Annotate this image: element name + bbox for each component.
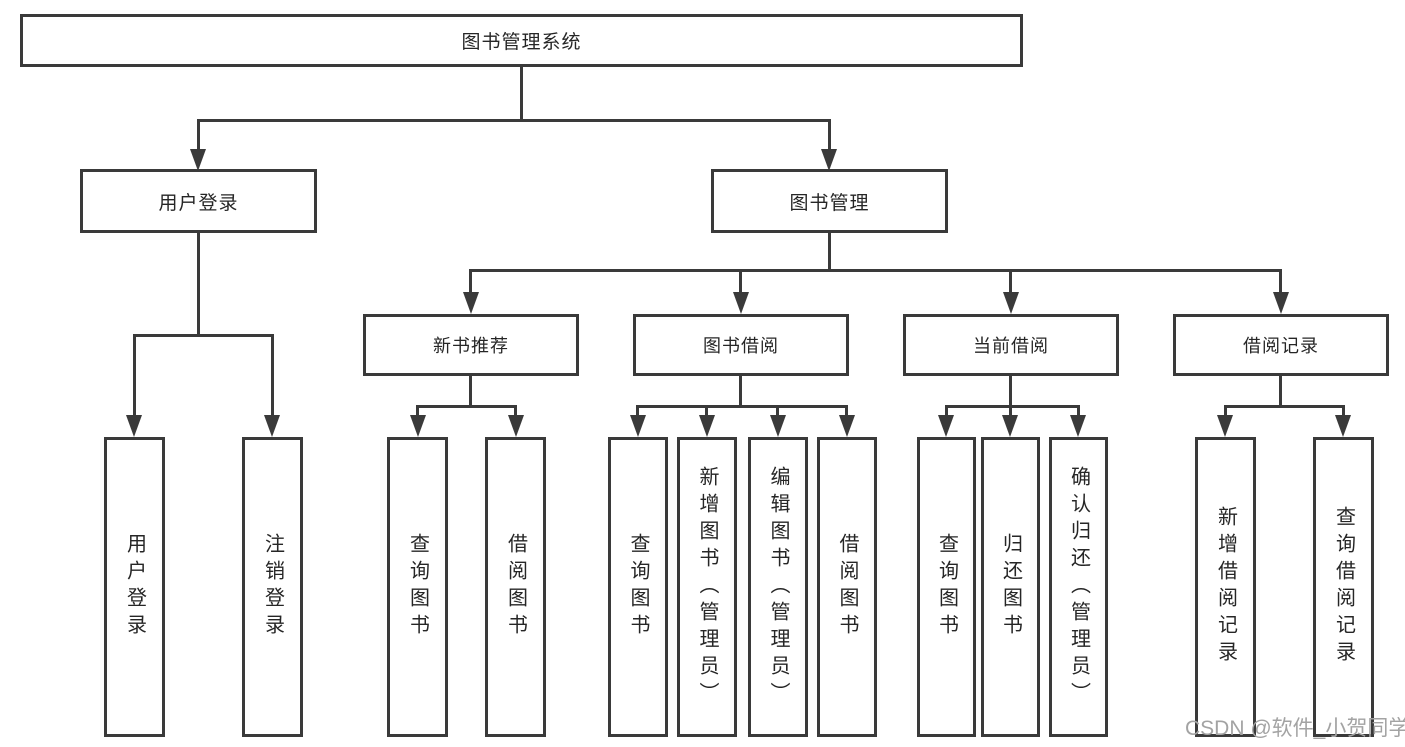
leaf-user-login: 用户登录 [104, 437, 165, 737]
arrowhead-bookmgmt [821, 149, 837, 171]
connector-currentborrow-hline [945, 405, 1080, 408]
connector-userlogin-hline [133, 334, 274, 337]
arrowhead-bookborrow-leaf4 [839, 415, 855, 437]
connector-currentborrow-leaf2-stub [1009, 405, 1012, 417]
leaf-query-borrow-record: 查询借阅记录 [1313, 437, 1374, 737]
leaf-add-borrow-record-label: 新增借阅记录 [1214, 506, 1237, 668]
connector-userlogin-stub [197, 119, 200, 152]
leaf-query-books-current: 查询图书 [917, 437, 976, 737]
leaf-query-books-current-label: 查询图书 [935, 533, 958, 641]
leaf-query-books-recommend: 查询图书 [387, 437, 448, 737]
arrowhead-newbookrec [463, 292, 479, 314]
node-user-login-label: 用户登录 [158, 192, 239, 214]
arrowhead-currentborrow-leaf2 [1002, 415, 1018, 437]
leaf-logout: 注销登录 [242, 437, 303, 737]
connector-currentborrow-leaf1-stub [945, 405, 948, 417]
connector-userlogin-leaf1-stub [133, 334, 136, 417]
connector-root-vline [520, 66, 523, 122]
node-user-login: 用户登录 [80, 169, 317, 233]
node-borrowing-records-label: 借阅记录 [1243, 336, 1319, 356]
leaf-edit-books-admin-label: 编辑图书（管理员） [767, 465, 789, 709]
connector-newbookrec-leaf1-stub [416, 405, 419, 417]
leaf-edit-books-admin: 编辑图书（管理员） [748, 437, 808, 737]
connector-newbookrec-leaf2-stub [514, 405, 517, 417]
leaf-query-borrow-record-label: 查询借阅记录 [1332, 506, 1355, 668]
node-library-system-label: 图书管理系统 [461, 32, 582, 53]
connector-bookmgmt-hline [469, 269, 1282, 272]
arrowhead-borrowrecord-leaf2 [1335, 415, 1351, 437]
leaf-add-borrow-record: 新增借阅记录 [1195, 437, 1256, 737]
arrowhead-userlogin [190, 149, 206, 171]
arrowhead-bookborrow [733, 292, 749, 314]
arrowhead-bookborrow-leaf3 [770, 415, 786, 437]
connector-bookborrow-leaf2-stub [705, 405, 708, 417]
leaf-borrow-books-recommend: 借阅图书 [485, 437, 546, 737]
connector-borrowrecord-hline [1224, 405, 1345, 408]
leaf-query-books-borrow-label: 查询图书 [627, 533, 649, 641]
arrowhead-borrowrecord-leaf1 [1217, 415, 1233, 437]
connector-userlogin-leaf2-stub [271, 334, 274, 417]
connector-bookborrow-hline [636, 405, 848, 408]
connector-borrowrecord-leaf1-stub [1224, 405, 1227, 417]
node-library-system: 图书管理系统 [20, 14, 1023, 67]
node-borrowing-records: 借阅记录 [1173, 314, 1389, 376]
leaf-add-books-admin-label: 新增图书（管理员） [696, 465, 718, 709]
arrowhead-newbookrec-leaf1 [410, 415, 426, 437]
connector-currentborrow-vline [1009, 376, 1012, 408]
connector-newbookrec-hline [416, 405, 517, 408]
csdn-watermark: CSDN @软件_小贺同学 [1185, 717, 1405, 740]
connector-userlogin-vline [197, 233, 200, 337]
arrowhead-borrowrecord [1273, 292, 1289, 314]
connector-borrowrecord-vline [1279, 376, 1282, 408]
connector-bookmgmt-stub [828, 119, 831, 152]
leaf-user-login-label: 用户登录 [123, 533, 146, 641]
node-current-borrowing-label: 当前借阅 [973, 336, 1049, 356]
connector-currentborrow-leaf3-stub [1077, 405, 1080, 417]
node-book-borrowing: 图书借阅 [633, 314, 849, 376]
leaf-query-books-recommend-label: 查询图书 [406, 533, 429, 641]
arrowhead-bookborrow-leaf2 [699, 415, 715, 437]
connector-newbookrec-vline [469, 376, 472, 408]
connector-borrowrecord-leaf2-stub [1342, 405, 1345, 417]
leaf-borrow-books: 借阅图书 [817, 437, 877, 737]
leaf-borrow-books-label: 借阅图书 [836, 533, 858, 641]
leaf-logout-label: 注销登录 [261, 533, 284, 641]
leaf-add-books-admin: 新增图书（管理员） [677, 437, 737, 737]
connector-currentborrow-stub [1009, 269, 1012, 294]
connector-root-hline [197, 119, 831, 122]
arrowhead-userlogin-leaf2 [264, 415, 280, 437]
connector-bookborrow-leaf3-stub [776, 405, 779, 417]
arrowhead-currentborrow-leaf3 [1070, 415, 1086, 437]
leaf-query-books-borrow: 查询图书 [608, 437, 668, 737]
leaf-confirm-return-admin: 确认归还（管理员） [1049, 437, 1108, 737]
leaf-borrow-books-recommend-label: 借阅图书 [504, 533, 527, 641]
connector-newbookrec-stub [469, 269, 472, 294]
leaf-confirm-return-admin-label: 确认归还（管理员） [1067, 465, 1090, 709]
arrowhead-currentborrow [1003, 292, 1019, 314]
leaf-return-books-label: 归还图书 [999, 533, 1022, 641]
node-book-management: 图书管理 [711, 169, 948, 233]
arrowhead-currentborrow-leaf1 [938, 415, 954, 437]
node-book-management-label: 图书管理 [789, 192, 870, 214]
connector-bookborrow-leaf1-stub [636, 405, 639, 417]
connector-bookborrow-vline [739, 376, 742, 408]
arrowhead-userlogin-leaf1 [126, 415, 142, 437]
connector-bookborrow-leaf4-stub [845, 405, 848, 417]
connector-bookmgmt-vline [828, 233, 831, 272]
arrowhead-newbookrec-leaf2 [508, 415, 524, 437]
connector-bookborrow-stub [739, 269, 742, 294]
node-new-book-recommend: 新书推荐 [363, 314, 579, 376]
leaf-return-books: 归还图书 [981, 437, 1040, 737]
node-current-borrowing: 当前借阅 [903, 314, 1119, 376]
node-book-borrowing-label: 图书借阅 [703, 336, 779, 356]
connector-borrowrecord-stub [1279, 269, 1282, 294]
arrowhead-bookborrow-leaf1 [630, 415, 646, 437]
node-new-book-recommend-label: 新书推荐 [433, 336, 509, 356]
